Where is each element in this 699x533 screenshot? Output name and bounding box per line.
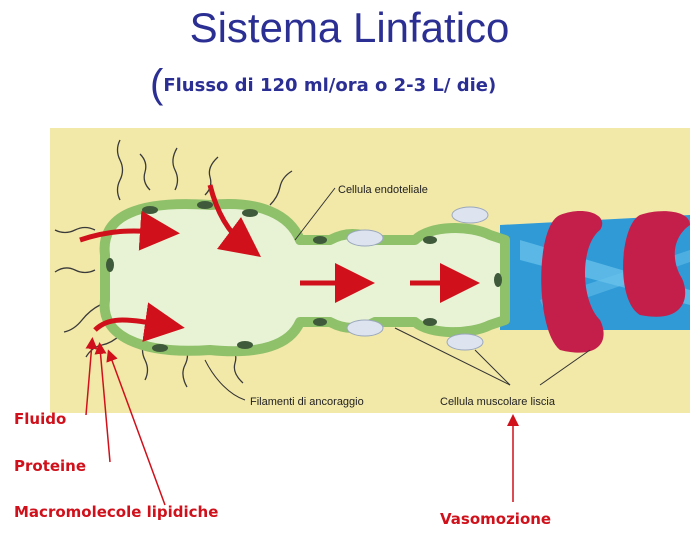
callout-lipid-macromolecules: Macromolecole lipidiche xyxy=(14,503,219,521)
subtitle-paren: ( xyxy=(150,62,164,106)
muscle-cuff-1 xyxy=(541,210,604,353)
muscle-cuff-2 xyxy=(623,211,690,317)
anchoring-filaments xyxy=(54,139,293,388)
label-smooth-muscle-cell: Cellula muscolare liscia xyxy=(440,396,556,408)
lymphatic-capillary xyxy=(99,199,510,357)
label-anchoring-filaments: Filamenti di ancoraggio xyxy=(250,396,364,408)
flow-arrows xyxy=(79,184,480,342)
callout-fluid: Fluido xyxy=(14,410,67,428)
label-endothelial-cell: Cellula endoteliale xyxy=(338,184,428,196)
callout-proteins: Proteine xyxy=(14,457,87,475)
slide-subtitle: (Flusso di 120 ml/ora o 2-3 L/ die) xyxy=(150,62,496,107)
subtitle-text: Flusso di 120 ml/ora o 2-3 L/ die) xyxy=(163,75,497,96)
smooth-muscle-cells xyxy=(346,206,489,351)
callout-vasomotion: Vasomozione xyxy=(440,510,552,528)
slide-title: Sistema Linfatico xyxy=(189,4,510,51)
